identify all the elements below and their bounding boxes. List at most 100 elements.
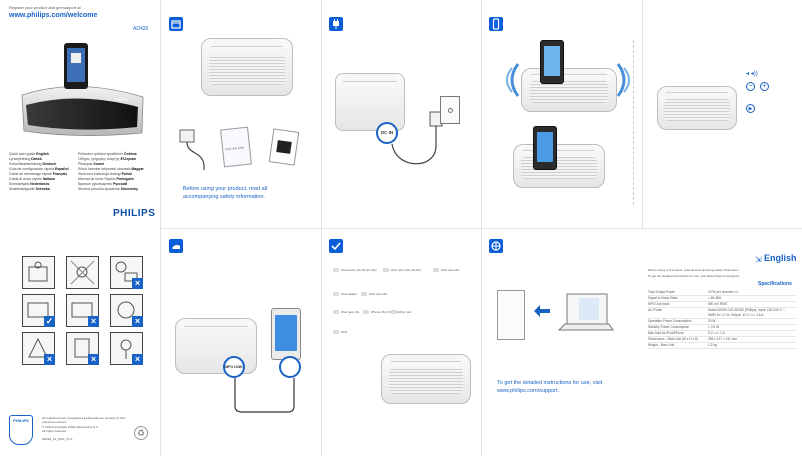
warnings-grid: × ✓ × × × × × [22, 256, 143, 366]
flag-icon: ⇲ [755, 255, 762, 264]
spec-title: Specifications [758, 281, 792, 287]
lang-item: Lynvejledning Dansk [9, 157, 42, 161]
warning-cell: × [110, 332, 143, 365]
volume-minus-button[interactable]: − [746, 82, 755, 91]
doc-code: AD420_12_QSG_V1.0 [42, 437, 73, 441]
phone-icon [489, 17, 503, 31]
cover-panel: Register your product and get support at… [0, 0, 160, 456]
lang-item: Snabbstartguide Svenska [9, 187, 50, 191]
warning-cell: × [66, 294, 99, 327]
spec-row: Standby Power Consumption< 0.5 W [648, 325, 796, 331]
lang-item: Guía de configuración rápida Español [9, 167, 69, 171]
safety-note: Before using your product, read all acco… [183, 186, 268, 200]
speaker-compat-illustration [381, 354, 471, 404]
dashed-separator [633, 40, 634, 205]
compat-item: iPod classic [333, 292, 357, 296]
close-icon: × [88, 354, 99, 365]
charging-iphone [533, 126, 557, 170]
web-instructions: To get the detailed instructions for use… [497, 380, 627, 395]
compat-item: iPod nano 4G [333, 310, 359, 314]
wall-socket [440, 96, 460, 124]
speaker-rear-illustration [335, 73, 405, 131]
speaker-illustration [201, 38, 293, 96]
safety-leaflet [268, 128, 300, 166]
globe-icon [489, 239, 503, 253]
volume-plus-button[interactable]: + [760, 82, 769, 91]
docked-iphone [540, 40, 564, 84]
warning-cell: × [22, 332, 55, 365]
speaker-with-phone [521, 68, 617, 112]
lang-item: Průvodce rychlým spuštěním Čeština [78, 152, 137, 156]
welcome-url[interactable]: www.philips.com/welcome [9, 12, 98, 19]
warning-ok-cell [22, 256, 55, 289]
compat-item: iPod mini [391, 310, 411, 314]
speaker-charging [513, 144, 605, 188]
lang-item: Skrócona instrukcja obsługi Polski [78, 172, 132, 176]
legal-trademark: All registered and unregistered trademar… [42, 416, 126, 424]
svg-text:PHILIPS: PHILIPS [114, 97, 130, 102]
warning-cell [66, 256, 99, 289]
spec-row: Dimensions - Main Unit (W x H x D)295 x … [648, 337, 796, 343]
sound-waves-left [502, 60, 522, 100]
product-image: PHILIPS [8, 35, 156, 145]
web-text: To get the detailed instructions for use… [497, 380, 603, 386]
plug-icon [329, 17, 343, 31]
arrow-left-icon [534, 304, 550, 317]
check-icon: ✓ [44, 316, 55, 327]
compat-item: iPhone 4S,4,3GS,3G [363, 310, 399, 314]
lang-item: Pikaopas Suomi [78, 162, 105, 166]
qsg-label: Quick start guide [225, 146, 245, 152]
warning-cell: × [110, 256, 143, 289]
dc-in-label: DC IN [380, 130, 394, 135]
lang-item: Rövid üzembe helyezési útmutató Magyar [78, 167, 144, 171]
mp3-link-callout: MP3 LINK [223, 356, 245, 378]
language-list-right: Průvodce rychlým spuštěním Čeština Οδηγό… [78, 152, 158, 192]
warning-cell: ✓ [22, 294, 55, 327]
audio-cable [230, 376, 300, 416]
lang-item: Краткое руководство Русский [78, 182, 128, 186]
mp3-player [271, 308, 301, 360]
brand-logo: PHILIPS [113, 208, 156, 219]
dc-in-callout: DC IN [376, 122, 398, 144]
panel-divider [642, 0, 643, 228]
hand-icon [169, 239, 183, 253]
warning-cell: × [110, 294, 143, 327]
warning-cell: × [66, 332, 99, 365]
lang-item: Οδηγός γρήγορης έναρξης Ελληνικά [78, 157, 136, 161]
compat-item: iPod touch (4G,3G,2G,1G) [333, 268, 377, 272]
lang-item: Snelstartgids Nederlands [9, 182, 50, 186]
close-icon: × [132, 316, 143, 327]
compat-item: iPod nano 6G [433, 268, 459, 272]
legal-rights: All rights reserved. [42, 429, 67, 433]
legal-copyright: © 2012 Koninklijke Philips Electronics N… [42, 425, 99, 429]
speaker-controls [657, 86, 737, 130]
compat-item: iPod [333, 330, 347, 334]
compat-item: iPod nano 5G [361, 292, 387, 296]
support-link[interactable]: www.philips.com/support. [497, 387, 560, 394]
lang-item: Manual de início Rápido Português [78, 177, 134, 181]
spec-note-web: To get the detailed instructions for use… [648, 274, 741, 278]
model-number: AD420 [133, 26, 149, 32]
close-icon: × [132, 278, 143, 289]
lang-item: Stručná príručka spustenia Slovensky [78, 187, 138, 191]
sound-waves-right [614, 60, 634, 100]
row-divider [160, 228, 802, 229]
register-line: Register your product and get support at [9, 5, 81, 10]
lang-item: Quick start guide English [9, 152, 49, 156]
lang-item: Guida di avvio rapido Italiano [9, 177, 56, 181]
qsg-booklet: Quick start guide [220, 126, 252, 168]
language-list-left: Quick start guide English Lynvejledning … [9, 152, 81, 192]
compat-item: iPod nano (5G,4G,3G) [383, 268, 421, 272]
adapter-illustration [178, 126, 212, 172]
recycle-icon: ♻ [134, 426, 148, 440]
close-icon: × [88, 316, 99, 327]
language-heading: English [764, 253, 797, 263]
manual-booklet [497, 290, 525, 340]
play-pause-button[interactable]: ▶ [746, 104, 755, 113]
